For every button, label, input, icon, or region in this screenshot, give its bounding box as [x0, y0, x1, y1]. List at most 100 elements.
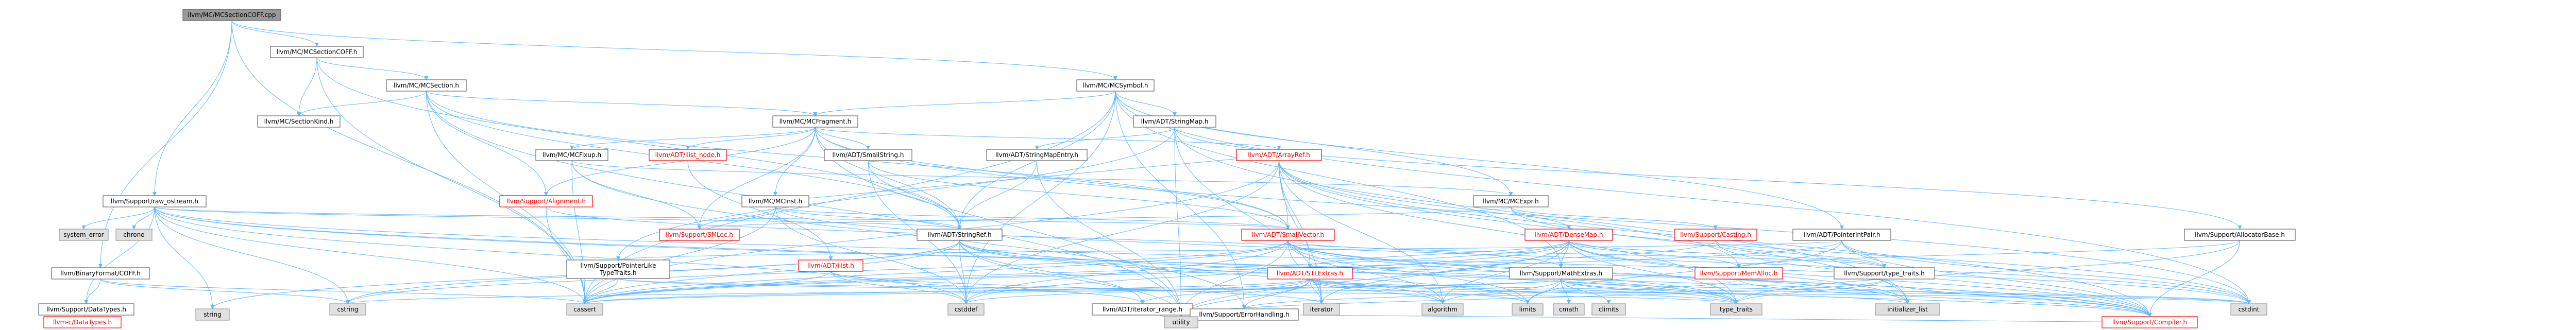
node-typetraits[interactable]: llvm/Support/type_traits.h [1834, 267, 1935, 280]
node-stringmapentry[interactable]: llvm/ADT/StringMapEntry.h [986, 149, 1088, 161]
node-limits[interactable]: limits [1512, 303, 1544, 316]
edge-allocatorbase-to-typetraitsstd [1734, 240, 2240, 304]
edge-mcsectioncoff-to-stringref [316, 57, 962, 230]
node-stlextras[interactable]: llvm/ADT/STLExtras.h [1267, 267, 1353, 280]
node-box [1236, 149, 1322, 161]
node-initializerlist[interactable]: initializer_list [1875, 303, 1940, 316]
node-memalloc[interactable]: llvm/Support/MemAlloc.h [1694, 267, 1783, 280]
node-mcfragment[interactable]: llvm/MC/MCFragment.h [772, 115, 858, 128]
node-typetraitsstd[interactable]: type_traits [1710, 303, 1762, 316]
edge-densemap-to-typetraits [1568, 240, 1887, 268]
node-compiler[interactable]: llvm/Support/Compiler.h [2102, 316, 2198, 328]
node-box [182, 9, 281, 21]
edge-stlextras-to-limits [1310, 279, 1530, 304]
node-label: llvm/ADT/ilist_node.h [655, 151, 721, 159]
node-binaryformatcoff[interactable]: llvm/BinaryFormat/COFF.h [51, 267, 150, 280]
node-arrayref[interactable]: llvm/ADT/ArrayRef.h [1236, 149, 1322, 161]
node-label: llvm/ADT/SmallString.h [833, 151, 904, 159]
edge-smallstring-to-smallvector [868, 160, 1290, 230]
node-ilistnode[interactable]: llvm/ADT/ilist_node.h [649, 149, 727, 161]
edge-root-to-mcsymbol [231, 20, 1117, 80]
edge-mcsymbol-to-cstddef [964, 91, 1116, 304]
node-box [329, 303, 366, 316]
edge-mcsection-to-alignment [426, 91, 548, 196]
node-systemerror[interactable]: system_error [59, 229, 109, 241]
node-string[interactable]: string [195, 308, 230, 321]
node-rawostream[interactable]: llvm/Support/raw_ostream.h [103, 195, 207, 207]
node-box [649, 149, 727, 161]
edge-pointerintpair-to-compiler [1841, 240, 2152, 317]
edge-mcsymbol-to-mcfragment [813, 91, 1116, 116]
edge-root-to-cassert [231, 20, 587, 304]
node-smallstring[interactable]: llvm/ADT/SmallString.h [824, 149, 912, 161]
node-box [257, 115, 341, 128]
node-allocatorbase[interactable]: llvm/Support/AllocatorBase.h [2184, 229, 2296, 241]
node-cassert[interactable]: cassert [566, 303, 603, 316]
node-label: llvm/ADT/PointerIntPair.h [1804, 231, 1880, 238]
edge-mathextras-to-limits [1526, 279, 1562, 304]
node-iterator[interactable]: iterator [1303, 303, 1340, 316]
edge-stlextras-to-iteratorrange [1140, 279, 1310, 304]
node-ilist[interactable]: llvm/ADT/ilist.h [798, 259, 863, 272]
edge-root-to-mcsectioncoff [231, 20, 319, 47]
node-cdatatypes[interactable]: llvm-c/DataTypes.h [43, 316, 122, 328]
node-pointerintpair[interactable]: llvm/ADT/PointerIntPair.h [1792, 229, 1891, 241]
node-label: cstdint [2239, 306, 2260, 313]
node-box [51, 267, 150, 280]
edge-mathextras-to-compiler [1561, 279, 2152, 317]
node-mcsymbol[interactable]: llvm/MC/MCSymbol.h [1076, 79, 1155, 92]
edge-stlextras-to-iterator [1310, 279, 1324, 304]
node-cmath[interactable]: cmath [1553, 303, 1585, 316]
node-label: llvm/MC/MCSymbol.h [1082, 82, 1148, 89]
node-label: llvm/Support/DataTypes.h [46, 306, 126, 313]
edge-densemap-to-mathextras [1559, 240, 1569, 268]
edge-mcfixup-to-cassert [571, 160, 587, 304]
node-utility[interactable]: utility [1164, 316, 1198, 328]
node-smloc[interactable]: llvm/Support/SMLoc.h [659, 229, 740, 241]
node-box [1421, 303, 1464, 316]
nodes-layer: llvm/MC/MCSectionCOFF.cpp llvm/MC/MCSecti… [38, 9, 2296, 328]
node-mcsectioncoff[interactable]: llvm/MC/MCSectionCOFF.h [270, 46, 364, 58]
edge-binaryformatcoff-to-cstring [100, 279, 350, 304]
node-cstddef[interactable]: cstddef [947, 303, 985, 316]
node-box [1267, 267, 1353, 280]
edge-pointerintpair-to-cstdint [1841, 240, 2251, 304]
edge-mcfragment-to-ilistnode [686, 127, 816, 150]
node-label: initializer_list [1887, 306, 1928, 313]
node-iteratorrange[interactable]: llvm/ADT/iterator_range.h [1092, 303, 1193, 316]
node-smallvector[interactable]: llvm/ADT/SmallVector.h [1241, 229, 1335, 241]
node-label: llvm/Support/raw_ostream.h [111, 198, 198, 205]
node-box [1792, 229, 1891, 241]
node-supportdatatypes[interactable]: llvm/Support/DataTypes.h [38, 303, 134, 316]
node-label: llvm/Support/Alignment.h [506, 198, 586, 205]
edge-mcfragment-to-smallstring [815, 127, 870, 150]
node-mcsectionkind[interactable]: llvm/MC/SectionKind.h [257, 115, 341, 128]
node-stringmap[interactable]: llvm/ADT/StringMap.h [1133, 115, 1216, 128]
edge-arrayref-to-algorithm [1279, 160, 1445, 304]
edge-mathextras-to-cstdint [1561, 279, 2251, 304]
node-stringref[interactable]: llvm/ADT/StringRef.h [917, 229, 1003, 241]
node-label: llvm/ADT/iterator_range.h [1103, 306, 1182, 313]
node-mcsection[interactable]: llvm/MC/MCSection.h [386, 79, 467, 92]
node-alignment[interactable]: llvm/Support/Alignment.h [499, 195, 593, 207]
edge-rawostream-to-chrono [132, 206, 155, 230]
edge-rawostream-to-smallvector [154, 206, 1290, 230]
node-cstdint[interactable]: cstdint [2230, 303, 2267, 316]
node-densemap[interactable]: llvm/ADT/DenseMap.h [1524, 229, 1613, 241]
edge-mathextras-to-cstring [346, 279, 1562, 304]
node-errorhandling[interactable]: llvm/Support/ErrorHandling.h [1190, 308, 1299, 321]
node-box [1512, 303, 1544, 316]
node-mcexpr[interactable]: llvm/MC/MCExpr.h [1473, 195, 1549, 207]
node-mcfixup[interactable]: llvm/MC/MCFixup.h [535, 149, 608, 161]
node-climits[interactable]: climits [1591, 303, 1626, 316]
node-casting[interactable]: llvm/Support/Casting.h [1674, 229, 1757, 241]
edge-mcsectioncoff-to-mcsection [316, 57, 429, 80]
node-algorithm[interactable]: algorithm [1421, 303, 1464, 316]
node-chrono[interactable]: chrono [115, 229, 152, 241]
node-root[interactable]: llvm/MC/MCSectionCOFF.cpp [182, 9, 281, 21]
node-cstring[interactable]: cstring [329, 303, 366, 316]
node-mcinst[interactable]: llvm/MC/MCInst.h [741, 195, 809, 207]
node-label: llvm/Support/MathExtras.h [1520, 270, 1602, 277]
node-mathextras[interactable]: llvm/Support/MathExtras.h [1509, 267, 1613, 280]
